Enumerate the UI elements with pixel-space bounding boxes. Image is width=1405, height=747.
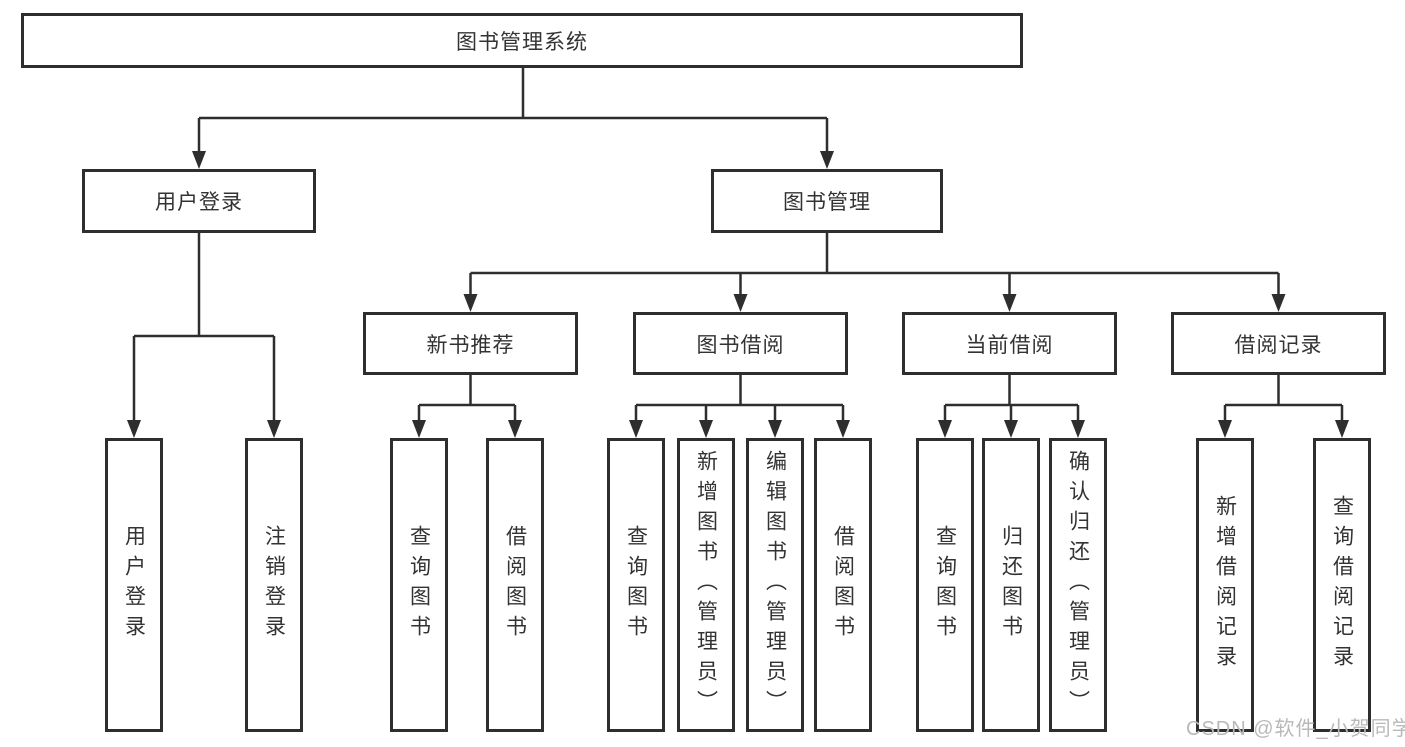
node-user-login-branch: 用户登录 xyxy=(82,169,316,233)
node-root: 图书管理系统 xyxy=(21,13,1023,68)
node-current-borrow-label: 当前借阅 xyxy=(965,333,1054,357)
node-add-books-admin-label: 新增图书（管理员） xyxy=(694,450,718,720)
node-new-book-rec-label: 新书推荐 xyxy=(426,333,515,357)
connector-book-borrow xyxy=(634,375,845,423)
node-logout-label: 注销登录 xyxy=(262,525,286,645)
node-root-label: 图书管理系统 xyxy=(456,30,588,54)
node-current-borrow: 当前借阅 xyxy=(902,312,1117,375)
node-borrow-books-2-label: 借阅图书 xyxy=(831,525,855,645)
node-borrow-books-1-label: 借阅图书 xyxy=(503,525,527,645)
node-borrow-records-label: 借阅记录 xyxy=(1234,333,1323,357)
node-query-borrow-record-label: 查询借阅记录 xyxy=(1330,495,1354,675)
node-book-mgmt-branch: 图书管理 xyxy=(711,169,943,233)
node-confirm-return-admin: 确认归还（管理员） xyxy=(1049,438,1107,732)
node-user-login-branch-label: 用户登录 xyxy=(155,191,243,214)
node-confirm-return-admin-label: 确认归还（管理员） xyxy=(1066,450,1090,720)
node-query-books-3-label: 查询图书 xyxy=(933,525,957,645)
node-user-login-label: 用户登录 xyxy=(122,525,146,645)
node-query-books-2-label: 查询图书 xyxy=(624,525,648,645)
node-borrow-records: 借阅记录 xyxy=(1171,312,1386,375)
connector-book-mgmt-branch xyxy=(469,233,1280,297)
node-query-books-2: 查询图书 xyxy=(607,438,665,732)
node-return-books: 归还图书 xyxy=(982,438,1040,732)
node-query-books-1-label: 查询图书 xyxy=(407,525,431,645)
node-logout: 注销登录 xyxy=(245,438,303,732)
node-book-borrow: 图书借阅 xyxy=(633,312,848,375)
node-add-borrow-record: 新增借阅记录 xyxy=(1196,438,1254,732)
node-edit-books-admin: 编辑图书（管理员） xyxy=(746,438,804,732)
node-edit-books-admin-label: 编辑图书（管理员） xyxy=(763,450,787,720)
connector-root-to-level2 xyxy=(197,68,829,154)
node-user-login: 用户登录 xyxy=(105,438,163,732)
csdn-watermark: CSDN @软件_小贺同学 xyxy=(1186,718,1405,740)
node-book-mgmt-branch-label: 图书管理 xyxy=(783,191,871,214)
connector-borrow-records xyxy=(1223,375,1344,423)
node-add-borrow-record-label: 新增借阅记录 xyxy=(1213,495,1237,675)
node-return-books-label: 归还图书 xyxy=(999,525,1023,645)
node-add-books-admin: 新增图书（管理员） xyxy=(677,438,735,732)
node-query-borrow-record: 查询借阅记录 xyxy=(1313,438,1371,732)
node-query-books-1: 查询图书 xyxy=(390,438,448,732)
arrowheads xyxy=(127,151,1349,438)
connector-current-borrow xyxy=(943,375,1080,423)
node-book-borrow-label: 图书借阅 xyxy=(696,333,785,357)
node-borrow-books-2: 借阅图书 xyxy=(814,438,872,732)
node-new-book-rec: 新书推荐 xyxy=(363,312,578,375)
node-borrow-books-1: 借阅图书 xyxy=(486,438,544,732)
node-query-books-3: 查询图书 xyxy=(916,438,974,732)
connector-new-book-rec xyxy=(417,375,517,423)
connector-user-login-branch xyxy=(132,233,276,423)
